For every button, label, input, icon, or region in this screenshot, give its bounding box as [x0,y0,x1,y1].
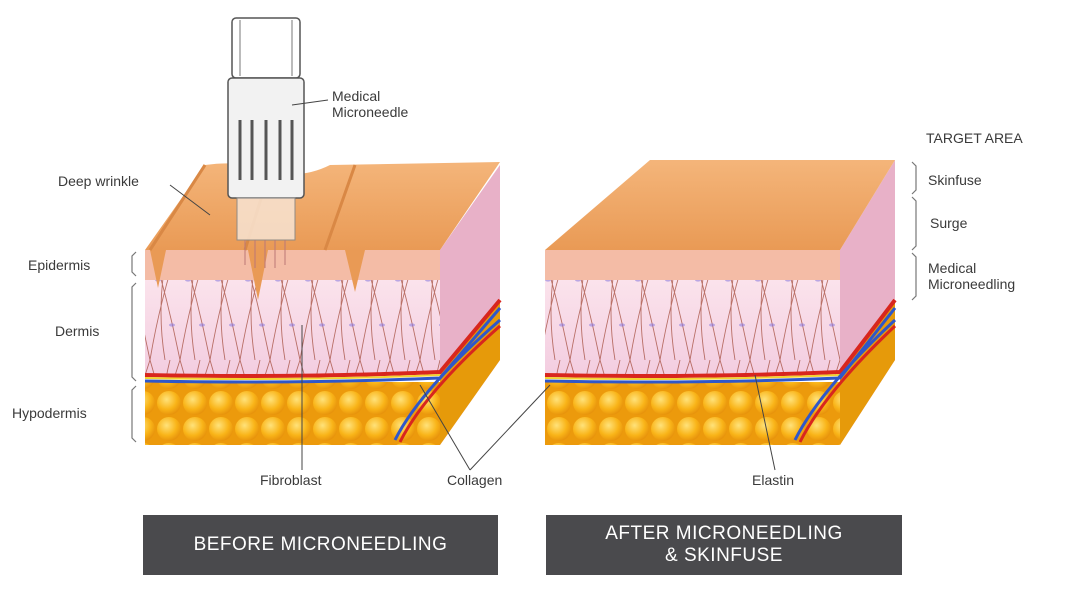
label-line: Medical [332,88,381,104]
leader-lines [169,99,776,471]
after-skin-block [544,160,897,445]
label-line: Microneedle [332,104,409,120]
target-medical-microneedling: Medical Microneedling [928,260,1015,292]
caption-after-line1: AFTER MICRONEEDLING [605,523,843,544]
label-collagen: Collagen [447,472,503,488]
target-surge: Surge [930,215,968,231]
target-area-title: TARGET AREA [926,130,1023,146]
caption-after: AFTER MICRONEEDLING & SKINFUSE [546,515,902,575]
label-fibroblast: Fibroblast [260,472,322,488]
label-hypodermis: Hypodermis [12,405,87,421]
caption-before: BEFORE MICRONEEDLING [143,515,498,575]
caption-before-text: BEFORE MICRONEEDLING [193,534,448,555]
label-line: Microneedling [928,276,1016,292]
label-dermis: Dermis [55,323,100,339]
label-epidermis: Epidermis [28,257,91,273]
label-elastin: Elastin [752,472,795,488]
caption-after-line2: & SKINFUSE [665,545,783,566]
before-skin-block [144,162,502,445]
label-deep-wrinkle: Deep wrinkle [58,173,139,189]
layer-brackets [131,161,917,443]
target-skinfuse: Skinfuse [928,172,982,188]
label-line: Medical [928,260,977,276]
label-medical-microneedle: Medical Microneedle [332,88,408,120]
microneedle-device-illustration [227,17,305,268]
